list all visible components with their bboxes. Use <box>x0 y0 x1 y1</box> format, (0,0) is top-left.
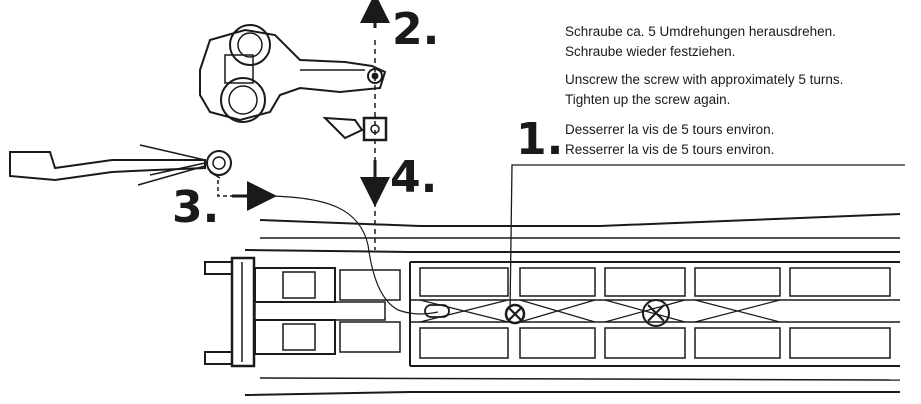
instruction-en-tighten: Tighten up the screw again. <box>565 92 731 107</box>
instruction-fr-tighten: Resserrer la vis de 5 tours environ. <box>565 142 775 157</box>
instruction-de-unscrew: Schraube ca. 5 Umdrehungen herausdrehen. <box>565 24 836 39</box>
locomotive-chassis-icon <box>204 213 901 396</box>
step-3-label: 3. <box>172 182 220 233</box>
instructions-german: Schraube ca. 5 Umdrehungen herausdrehen.… <box>565 22 836 62</box>
step-2-label: 2. <box>392 4 440 55</box>
coupler-assembly-icon <box>199 24 388 142</box>
screw-icon <box>504 303 526 325</box>
screwdriver-icon <box>9 144 232 186</box>
step-4-label: 4. <box>390 152 438 203</box>
instruction-de-tighten: Schraube wieder festziehen. <box>565 44 736 59</box>
instruction-fr-unscrew: Desserrer la vis de 5 tours environ. <box>565 122 775 137</box>
instruction-en-unscrew: Unscrew the screw with approximately 5 t… <box>565 72 844 87</box>
instructions-english: Unscrew the screw with approximately 5 t… <box>565 70 843 110</box>
instructions-french: Desserrer la vis de 5 tours environ. Res… <box>565 120 774 160</box>
step-1-label: 1. <box>516 114 564 165</box>
